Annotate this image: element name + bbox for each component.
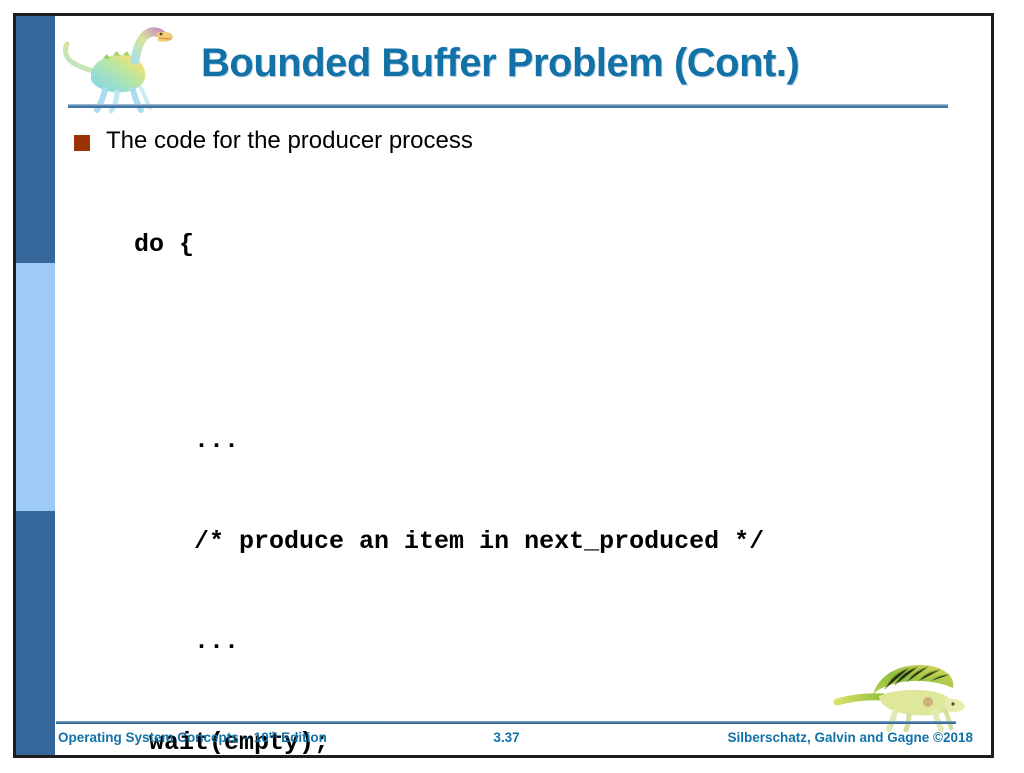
code-line: ... — [74, 426, 240, 455]
footer-credit: Silberschatz, Galvin and Gagne ©2018 — [727, 730, 973, 745]
code-listing: do { ... /* produce an item in next_prod… — [74, 163, 954, 773]
code-line — [74, 326, 954, 364]
square-bullet-icon — [74, 135, 90, 151]
footer-edition-superscript: th — [268, 730, 278, 740]
footer-divider — [56, 721, 956, 724]
dimetrodon-logo-icon — [833, 654, 969, 733]
sidebar-stripe-top — [16, 16, 55, 263]
code-line: do { — [74, 230, 195, 259]
code-line: /* produce an item in next_produced */ — [74, 527, 765, 556]
page-title: Bounded Buffer Problem (Cont.) — [201, 41, 800, 85]
sidebar-stripe-bottom — [16, 511, 55, 755]
bullet-label: The code for the producer process — [106, 127, 473, 154]
footer-edition-word: Edition — [277, 730, 327, 745]
code-line: wait(empty); — [74, 728, 330, 757]
title-divider — [68, 104, 948, 108]
footer-book-title-text: Operating System Concepts – 10 — [58, 730, 269, 745]
slide-frame: Bounded Buffer Problem (Cont.) The code … — [13, 13, 994, 758]
code-line: ... — [74, 627, 240, 656]
slide-number: 3.37 — [493, 730, 520, 745]
sidebar-stripe-middle — [16, 263, 55, 511]
dinosaur-logo-icon — [61, 22, 177, 114]
bullet-item: The code for the producer process — [74, 127, 473, 154]
footer-book-title: Operating System Concepts – 10th Edition — [58, 730, 327, 745]
